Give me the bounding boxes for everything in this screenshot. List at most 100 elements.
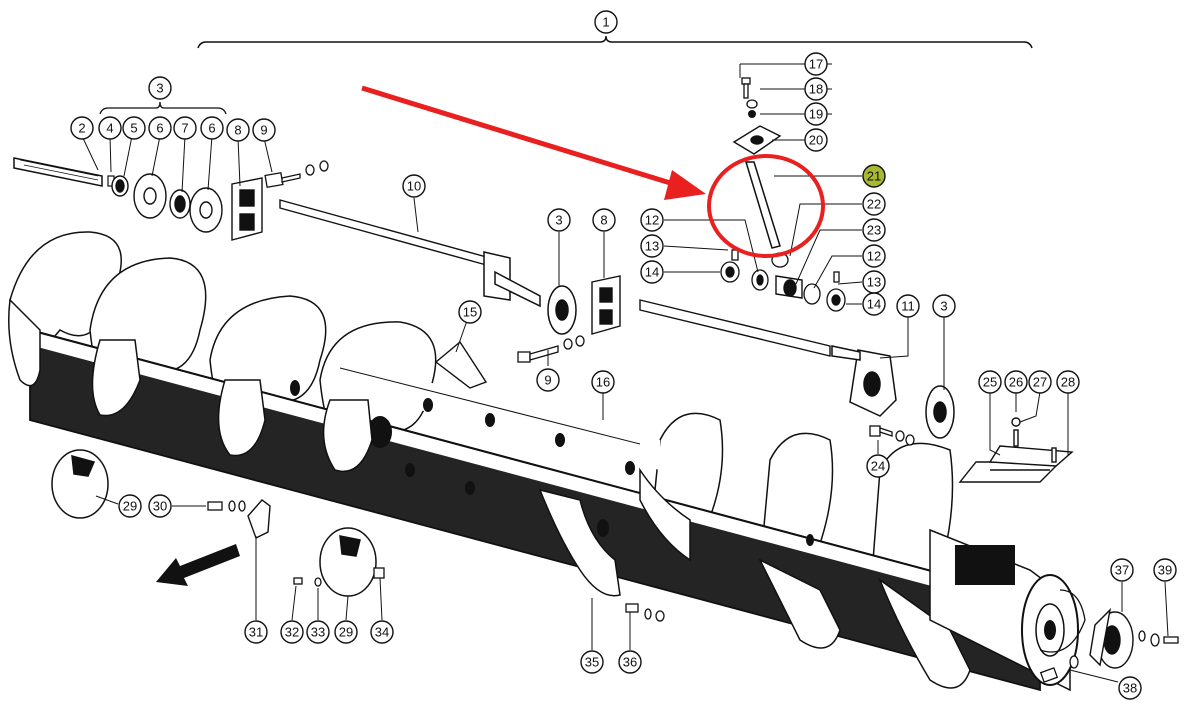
callout-label: 29 xyxy=(339,625,353,640)
callout-label: 4 xyxy=(106,121,113,136)
callout-38: 38 xyxy=(1118,676,1142,700)
callout-35: 35 xyxy=(580,650,604,674)
callout-circle xyxy=(200,116,224,140)
callout-circle xyxy=(334,620,358,644)
bearing-7 xyxy=(169,189,191,219)
callout-27: 27 xyxy=(1028,370,1052,394)
callout-label: 5 xyxy=(130,121,137,136)
washer-18 xyxy=(746,99,758,109)
callout-7: 7 xyxy=(173,116,197,140)
callout-circle xyxy=(862,292,886,316)
callout-circle xyxy=(594,10,618,34)
callout-20: 20 xyxy=(804,128,828,152)
callout-circle xyxy=(896,294,920,318)
callout-circle xyxy=(458,300,482,324)
plate-15 xyxy=(434,340,488,389)
callout-label: 35 xyxy=(585,655,599,670)
callout-label: 8 xyxy=(234,123,241,138)
callout-39: 39 xyxy=(1153,558,1177,582)
callout-label: 17 xyxy=(809,57,823,72)
callout-label: 1 xyxy=(602,15,609,30)
callout-label: 19 xyxy=(809,107,823,122)
callout-3: 3 xyxy=(932,294,956,318)
callout-label: 6 xyxy=(208,121,215,136)
callout-label: 37 xyxy=(1115,563,1129,578)
callout-circle xyxy=(804,102,828,126)
bearing-housing-23 xyxy=(775,275,803,299)
nut-5 xyxy=(111,175,129,197)
callout-label: 12 xyxy=(645,213,659,228)
callout-label: 34 xyxy=(375,625,389,640)
flange-6b xyxy=(189,187,223,233)
callout-9: 9 xyxy=(536,368,560,392)
plate-20 xyxy=(732,125,782,155)
callout-9: 9 xyxy=(252,118,276,142)
tube-holes xyxy=(290,380,814,546)
callout-label: 30 xyxy=(153,499,167,514)
callout-circle xyxy=(862,244,886,268)
callout-circle xyxy=(118,494,142,518)
callout-circle xyxy=(862,218,886,242)
callout-26: 26 xyxy=(1004,370,1028,394)
callout-5: 5 xyxy=(122,116,146,140)
callout-label: 13 xyxy=(645,239,659,254)
callout-29: 29 xyxy=(334,620,358,644)
callout-36: 36 xyxy=(618,650,642,674)
bearing-block-8 xyxy=(231,177,263,241)
callout-circle xyxy=(804,77,828,101)
callout-label: 3 xyxy=(555,213,562,228)
bearing-3c xyxy=(925,385,955,439)
callout-label: 26 xyxy=(1009,375,1023,390)
callout-31: 31 xyxy=(244,620,268,644)
callout-circle xyxy=(536,368,560,392)
bearing-block-8b xyxy=(591,275,621,335)
group-bracket-3 xyxy=(99,101,227,115)
callout-circle xyxy=(1110,558,1134,582)
callout-circle xyxy=(1028,370,1052,394)
bolt-36 xyxy=(625,603,665,622)
rod-21 xyxy=(744,161,781,249)
callout-11: 11 xyxy=(896,294,920,318)
callout-circle xyxy=(1004,370,1028,394)
cover-29a xyxy=(51,449,109,519)
callout-label: 2 xyxy=(78,121,85,136)
callout-circle xyxy=(173,116,197,140)
red-highlight-circle xyxy=(707,154,825,258)
end-bolt-38 xyxy=(1039,655,1079,683)
callout-label: 12 xyxy=(867,249,881,264)
bolt-9a xyxy=(264,160,329,189)
shaft-11 xyxy=(639,299,831,357)
drive-shaft-2 xyxy=(13,157,103,187)
callout-label: 20 xyxy=(809,133,823,148)
flange-6a xyxy=(133,173,167,219)
callout-10: 10 xyxy=(402,174,426,198)
callout-label: 23 xyxy=(867,223,881,238)
callout-29: 29 xyxy=(118,494,142,518)
callout-circle xyxy=(978,370,1002,394)
callout-circle xyxy=(932,294,956,318)
callout-circle xyxy=(591,370,615,394)
callout-23: 23 xyxy=(862,218,886,242)
callout-label: 29 xyxy=(123,499,137,514)
callout-label: 3 xyxy=(940,299,947,314)
callout-34: 34 xyxy=(370,620,394,644)
callout-19: 19 xyxy=(804,102,828,126)
bolt-30 xyxy=(207,500,246,512)
callout-6: 6 xyxy=(148,116,172,140)
leader-lines xyxy=(81,63,1169,683)
callout-1: 1 xyxy=(594,10,618,34)
callout-label: 21 xyxy=(867,169,881,184)
auger-flights-front xyxy=(8,298,971,689)
callout-label: 36 xyxy=(623,655,637,670)
callout-circle xyxy=(618,650,642,674)
callout-circle xyxy=(370,620,394,644)
callout-circle xyxy=(226,118,250,142)
end-bolt-39 xyxy=(1138,630,1179,647)
bolt-32-34 xyxy=(293,567,385,587)
callout-label: 31 xyxy=(249,625,263,640)
callout-14: 14 xyxy=(640,260,664,284)
callout-label: 27 xyxy=(1033,375,1047,390)
callout-label: 33 xyxy=(311,625,325,640)
callout-label: 8 xyxy=(600,213,607,228)
